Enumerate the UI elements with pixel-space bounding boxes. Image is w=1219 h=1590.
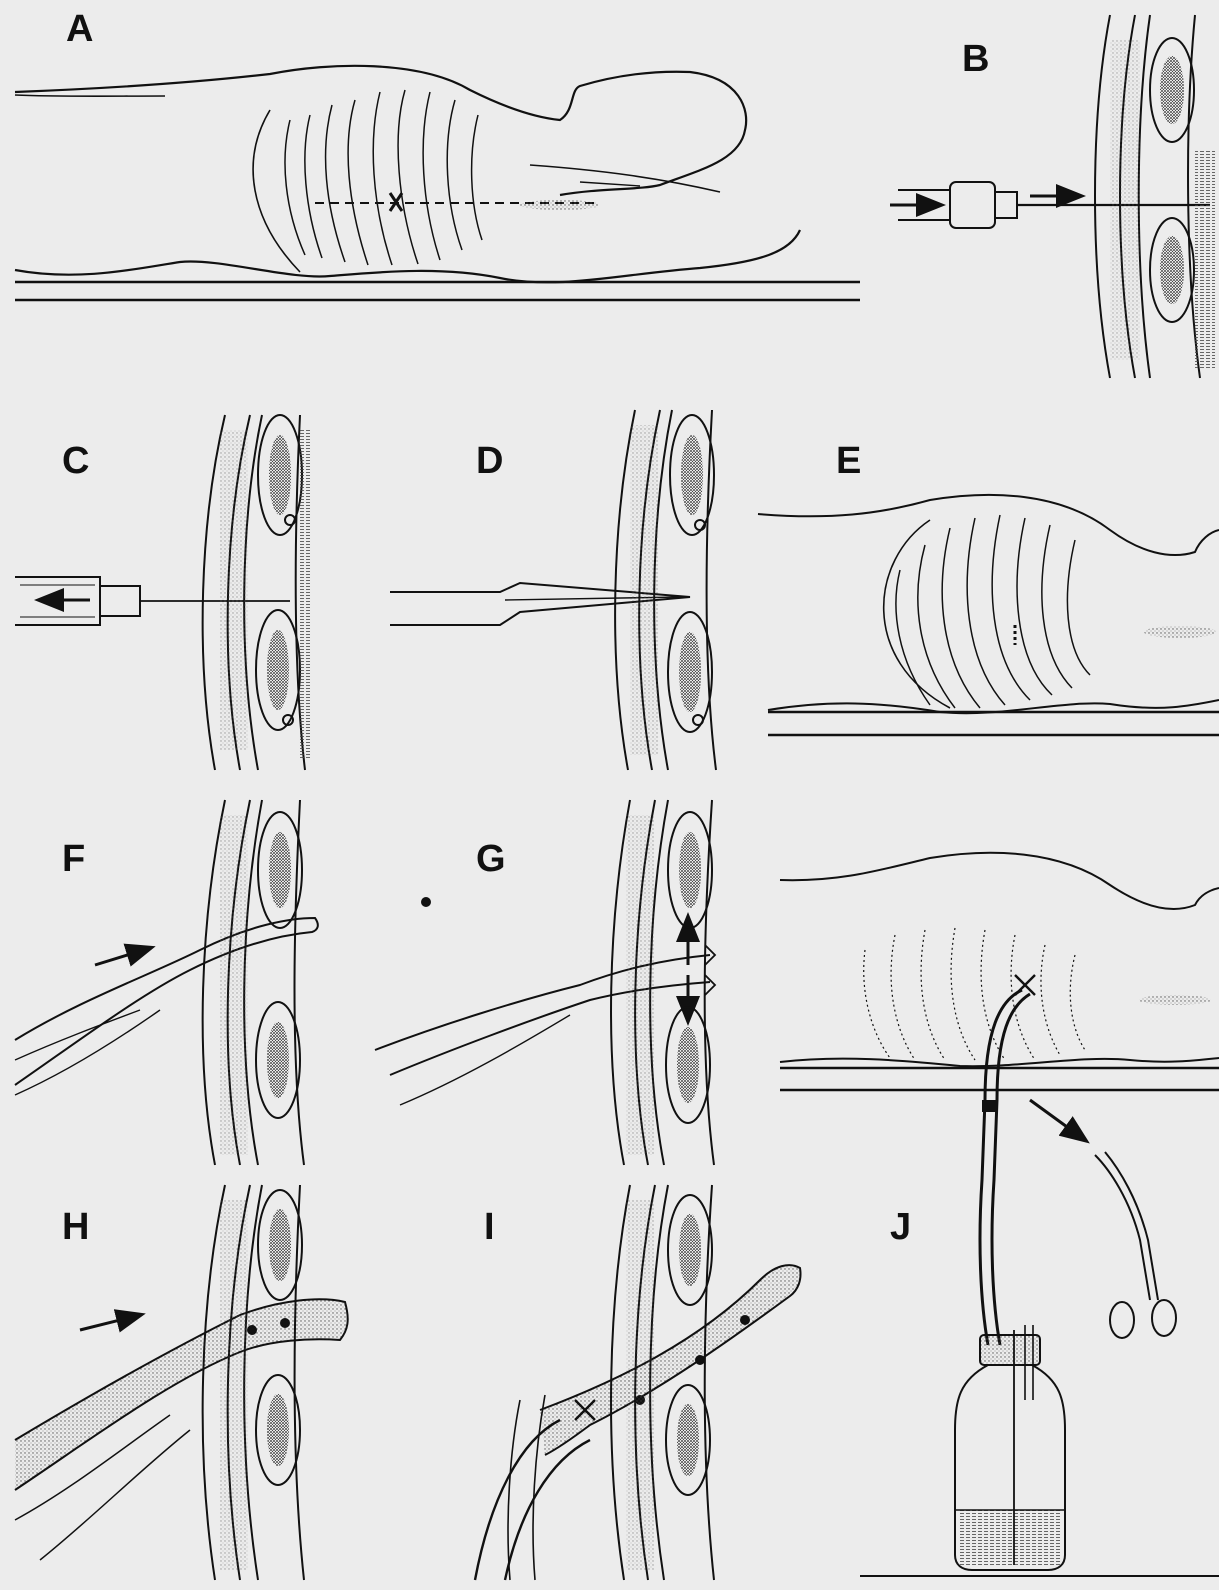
panel-d-illustration: [390, 410, 716, 770]
panel-b-illustration: [890, 15, 1215, 378]
panel-i-illustration: [475, 1185, 801, 1580]
panel-h-illustration: [15, 1185, 348, 1580]
panel-j-illustration: [780, 853, 1219, 1576]
panel-c-illustration: [15, 415, 310, 770]
panel-f-illustration: [15, 800, 318, 1165]
panel-a-illustration: [15, 66, 860, 300]
panel-g-illustration: [375, 800, 715, 1165]
panel-e-illustration: [758, 495, 1219, 735]
